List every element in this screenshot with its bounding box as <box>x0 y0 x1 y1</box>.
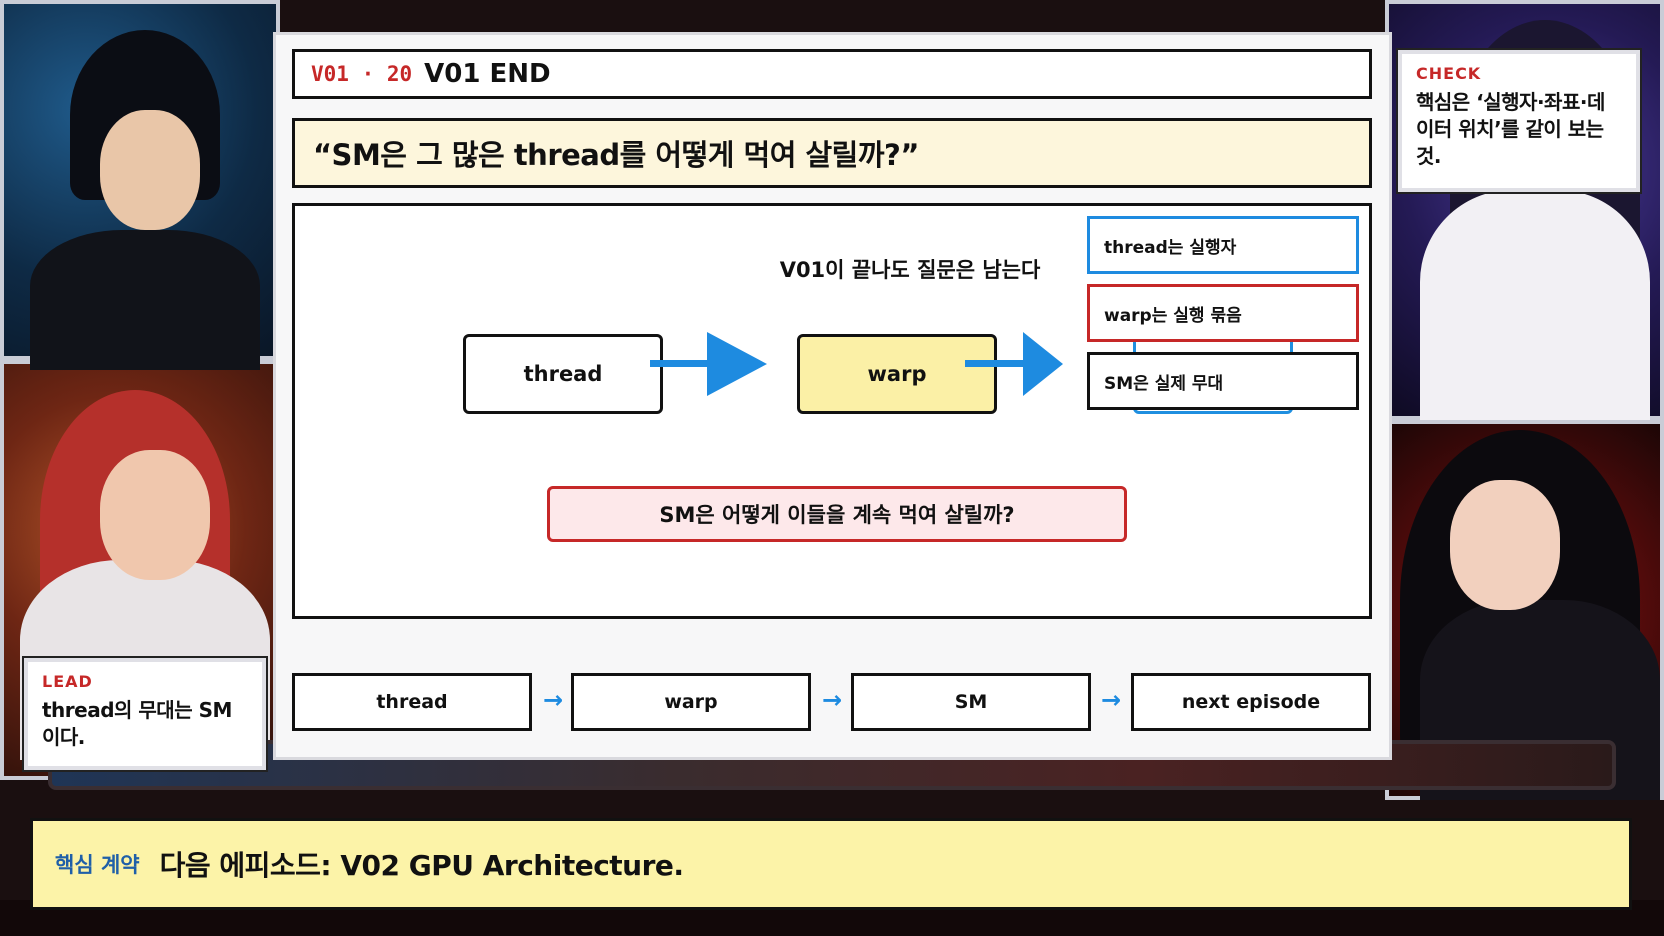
flow-arrow-icon: → <box>1100 686 1122 714</box>
flow-step-thread: thread <box>292 673 532 731</box>
character-face <box>100 450 210 580</box>
episode-code: V01 · 20 <box>311 62 413 86</box>
arrow-line <box>650 360 720 367</box>
diagram-panel: V01이 끝나도 질문은 남는다 thread warp thread는 실행자… <box>292 203 1372 619</box>
character-body <box>30 230 260 370</box>
banner-label: 핵심 계약 <box>55 853 140 877</box>
arrow-head <box>707 332 767 396</box>
question-box: SM은 어떻게 이들을 계속 먹여 살릴까? <box>547 486 1127 542</box>
arrow-line <box>965 360 1035 367</box>
check-card-text: 핵심은 ‘실행자·좌표·데이터 위치’를 같이 보는 것. <box>1416 90 1605 168</box>
note-sm: SM은 실제 무대 <box>1087 352 1359 410</box>
slide-title-bar: V01 · 20 V01 END <box>292 49 1372 99</box>
flow-arrow-icon: → <box>821 686 843 714</box>
lead-card-text: thread의 무대는 SM이다. <box>42 698 232 749</box>
node-thread: thread <box>463 334 663 414</box>
note-warp: warp는 실행 묶음 <box>1087 284 1359 342</box>
note-thread: thread는 실행자 <box>1087 216 1359 274</box>
flow-step-next-episode: next episode <box>1131 673 1371 731</box>
lead-card-kicker: LEAD <box>42 672 93 691</box>
check-card-kicker: CHECK <box>1416 64 1482 83</box>
subtitle-banner: 핵심 계약 다음 에피소드: V02 GPU Architecture. <box>30 818 1632 910</box>
character-body <box>1420 190 1650 420</box>
lead-card: LEAD thread의 무대는 SM이다. <box>24 658 266 770</box>
node-warp: warp <box>797 334 997 414</box>
slide-title: V01 END <box>424 59 551 89</box>
flow-arrow-icon: → <box>542 686 564 714</box>
character-face <box>1450 480 1560 610</box>
flow-step-warp: warp <box>571 673 811 731</box>
quote-bar: “SM은 그 많은 thread를 어떻게 먹여 살릴까?” <box>292 118 1372 188</box>
quote-text: “SM은 그 많은 thread를 어떻게 먹여 살릴까?” <box>313 138 919 172</box>
check-card: CHECK 핵심은 ‘실행자·좌표·데이터 위치’를 같이 보는 것. <box>1398 50 1640 192</box>
character-face <box>100 110 200 230</box>
flow-step-sm: SM <box>851 673 1091 731</box>
diagram-subtitle: V01이 끝나도 질문은 남는다 <box>779 258 1041 282</box>
arrow-head <box>1023 332 1063 396</box>
banner-text: 다음 에피소드: V02 GPU Architecture. <box>159 849 684 882</box>
